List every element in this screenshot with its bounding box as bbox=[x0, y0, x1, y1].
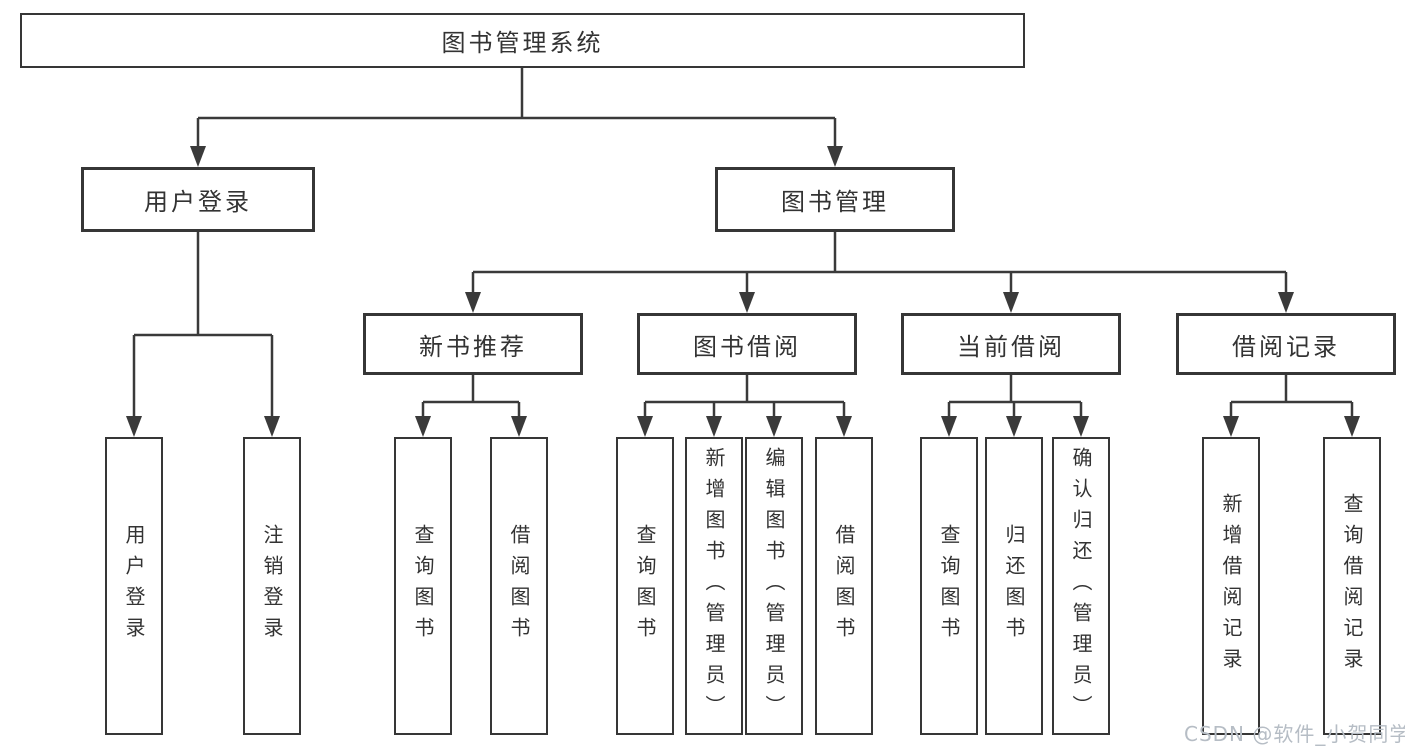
leaf-add-books-admin: 新增图书（管理员） bbox=[685, 437, 743, 735]
node-book-management: 图书管理 bbox=[715, 167, 955, 232]
leaf-logout: 注销登录 bbox=[243, 437, 301, 735]
leaf-query-books-current: 查询图书 bbox=[920, 437, 978, 735]
leaf-query-books-borrowing: 查询图书 bbox=[616, 437, 674, 735]
node-current-borrowing-label: 当前借阅 bbox=[957, 332, 1065, 361]
leaf-borrow-books-recommend: 借阅图书 bbox=[490, 437, 548, 735]
arrowheads bbox=[126, 146, 1360, 437]
leaf-query-books-borrowing-label: 查询图书 bbox=[633, 524, 657, 648]
leaf-borrow-books-recommend-label: 借阅图书 bbox=[507, 524, 531, 648]
node-user-login: 用户登录 bbox=[81, 167, 315, 232]
leaf-query-books-recommend: 查询图书 bbox=[394, 437, 452, 735]
node-new-book-recommend-label: 新书推荐 bbox=[419, 332, 527, 361]
node-book-borrowing-label: 图书借阅 bbox=[693, 332, 801, 361]
node-book-management-label: 图书管理 bbox=[781, 188, 889, 216]
node-root-label: 图书管理系统 bbox=[441, 29, 604, 57]
leaf-borrow-books-label: 借阅图书 bbox=[832, 524, 856, 648]
leaf-add-borrow-record-label: 新增借阅记录 bbox=[1219, 493, 1243, 679]
leaf-query-borrow-record: 查询借阅记录 bbox=[1323, 437, 1381, 735]
leaf-return-books: 归还图书 bbox=[985, 437, 1043, 735]
leaf-return-books-label: 归还图书 bbox=[1002, 524, 1026, 648]
leaf-logout-label: 注销登录 bbox=[260, 524, 284, 648]
leaf-add-borrow-record: 新增借阅记录 bbox=[1202, 437, 1260, 735]
leaf-query-books-current-label: 查询图书 bbox=[937, 524, 961, 648]
node-borrowing-records-label: 借阅记录 bbox=[1232, 332, 1340, 361]
csdn-watermark: CSDN @软件_小贺同学 bbox=[1184, 722, 1405, 746]
leaf-edit-books-admin: 编辑图书（管理员） bbox=[745, 437, 803, 735]
node-book-borrowing: 图书借阅 bbox=[637, 313, 857, 375]
leaf-user-login: 用户登录 bbox=[105, 437, 163, 735]
leaf-query-borrow-record-label: 查询借阅记录 bbox=[1340, 493, 1364, 679]
leaf-edit-books-admin-label: 编辑图书（管理员） bbox=[762, 446, 786, 726]
node-new-book-recommend: 新书推荐 bbox=[363, 313, 583, 375]
node-user-login-label: 用户登录 bbox=[144, 188, 252, 216]
node-current-borrowing: 当前借阅 bbox=[901, 313, 1121, 375]
leaf-user-login-label: 用户登录 bbox=[122, 524, 146, 648]
leaf-borrow-books: 借阅图书 bbox=[815, 437, 873, 735]
node-borrowing-records: 借阅记录 bbox=[1176, 313, 1396, 375]
leaf-query-books-recommend-label: 查询图书 bbox=[411, 524, 435, 648]
node-root: 图书管理系统 bbox=[20, 13, 1025, 68]
leaf-add-books-admin-label: 新增图书（管理员） bbox=[702, 446, 726, 726]
leaf-confirm-return-admin-label: 确认归还（管理员） bbox=[1069, 446, 1093, 726]
leaf-confirm-return-admin: 确认归还（管理员） bbox=[1052, 437, 1110, 735]
